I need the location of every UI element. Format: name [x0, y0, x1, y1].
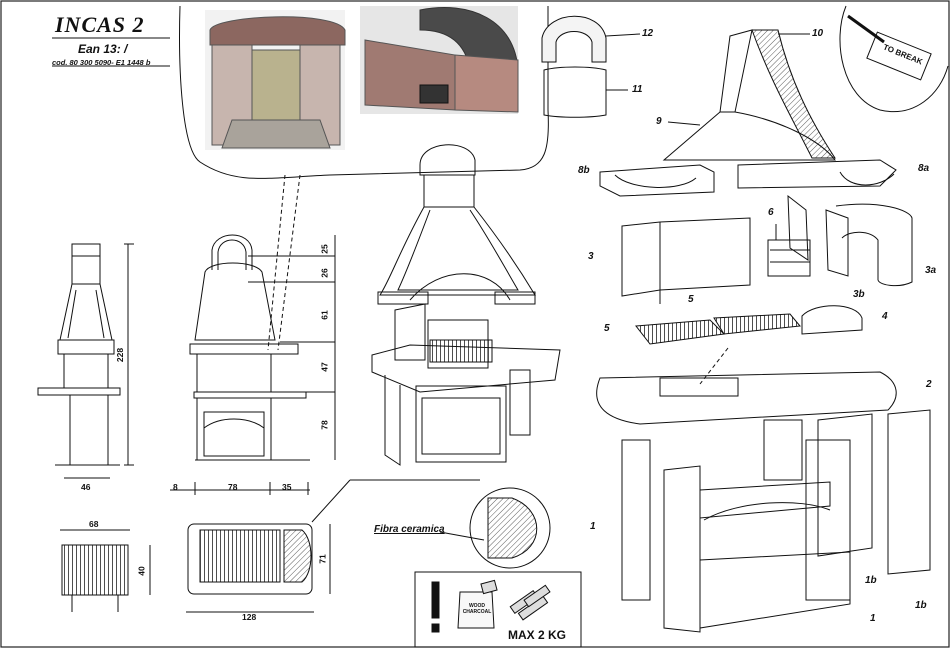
dim-plan-width: 128	[242, 612, 256, 622]
part-label-3: 3	[588, 251, 594, 262]
part-2-worktop	[597, 348, 897, 424]
dim-front-seg4: 47	[320, 362, 330, 371]
assembled-grill-drawing	[372, 145, 560, 465]
part-label-1: 1	[590, 521, 596, 532]
product-title: INCAS 2	[55, 12, 145, 38]
ean-code: Ean 13: /	[78, 42, 127, 56]
dim-front-left: 8	[173, 482, 178, 492]
dim-plan-height: 71	[318, 554, 328, 563]
exclamation-icon	[432, 582, 439, 632]
dim-side-height: 228	[115, 348, 125, 362]
part-label-10: 10	[812, 28, 823, 39]
part-label-11: 11	[632, 84, 642, 95]
part-label-2: 2	[926, 379, 932, 390]
dim-front-mid: 78	[228, 482, 237, 492]
part-5-grate-left	[636, 320, 724, 344]
part-label-1b-a: 1b	[865, 575, 877, 586]
front-view-drawing	[170, 235, 335, 495]
part-label-8b: 8b	[578, 165, 590, 176]
part-label-9: 9	[656, 116, 662, 127]
part-1-base	[622, 420, 850, 632]
part-3-wall	[622, 218, 750, 304]
part-label-1b-b: 1b	[915, 600, 927, 611]
photo-firebox	[205, 10, 345, 150]
part-label-3a: 3a	[925, 265, 936, 276]
part-label-5-top: 5	[688, 294, 694, 305]
product-code: cod. 80 300 5090- E1 1448 b	[52, 58, 150, 67]
part-label-5-left: 5	[604, 323, 610, 334]
part-label-3b: 3b	[853, 289, 865, 300]
to-break-callout	[840, 6, 948, 112]
part-10-hood-piece	[752, 30, 835, 158]
part-5-grate-right	[714, 314, 800, 334]
fibra-ceramica-label: Fibra ceramica	[374, 524, 445, 535]
max-load-label: MAX 2 KG	[508, 628, 566, 642]
dim-front-seg3: 61	[320, 310, 330, 319]
part-label-12: 12	[642, 28, 653, 39]
dim-small-width: 68	[89, 519, 98, 529]
photo-hearth	[360, 6, 518, 114]
charcoal-label: WOOD CHARCOAL	[462, 603, 492, 615]
dim-side-width: 46	[81, 482, 90, 492]
dim-front-seg5: 78	[320, 420, 330, 429]
part-label-6: 6	[768, 207, 774, 218]
part-12-arch	[542, 16, 640, 62]
part-1b-panels	[818, 410, 930, 574]
dim-front-seg1: 25	[320, 244, 330, 253]
plan-view-drawing	[186, 480, 350, 612]
part-label-8a: 8a	[918, 163, 929, 174]
part-8a-ledge	[738, 160, 896, 188]
dim-small-height: 40	[137, 566, 147, 575]
part-label-4: 4	[882, 311, 888, 322]
dim-front-right: 35	[282, 482, 291, 492]
part-3a-curved-wall	[836, 204, 912, 285]
dim-front-seg2: 26	[320, 268, 330, 277]
part-8b-ledge	[600, 165, 714, 196]
part-label-1-bottom: 1	[870, 613, 876, 624]
part-11-block	[544, 67, 628, 117]
part-3b-panel	[788, 196, 848, 276]
part-4-stone	[802, 306, 862, 334]
charcoal-pieces-icon	[510, 585, 550, 620]
